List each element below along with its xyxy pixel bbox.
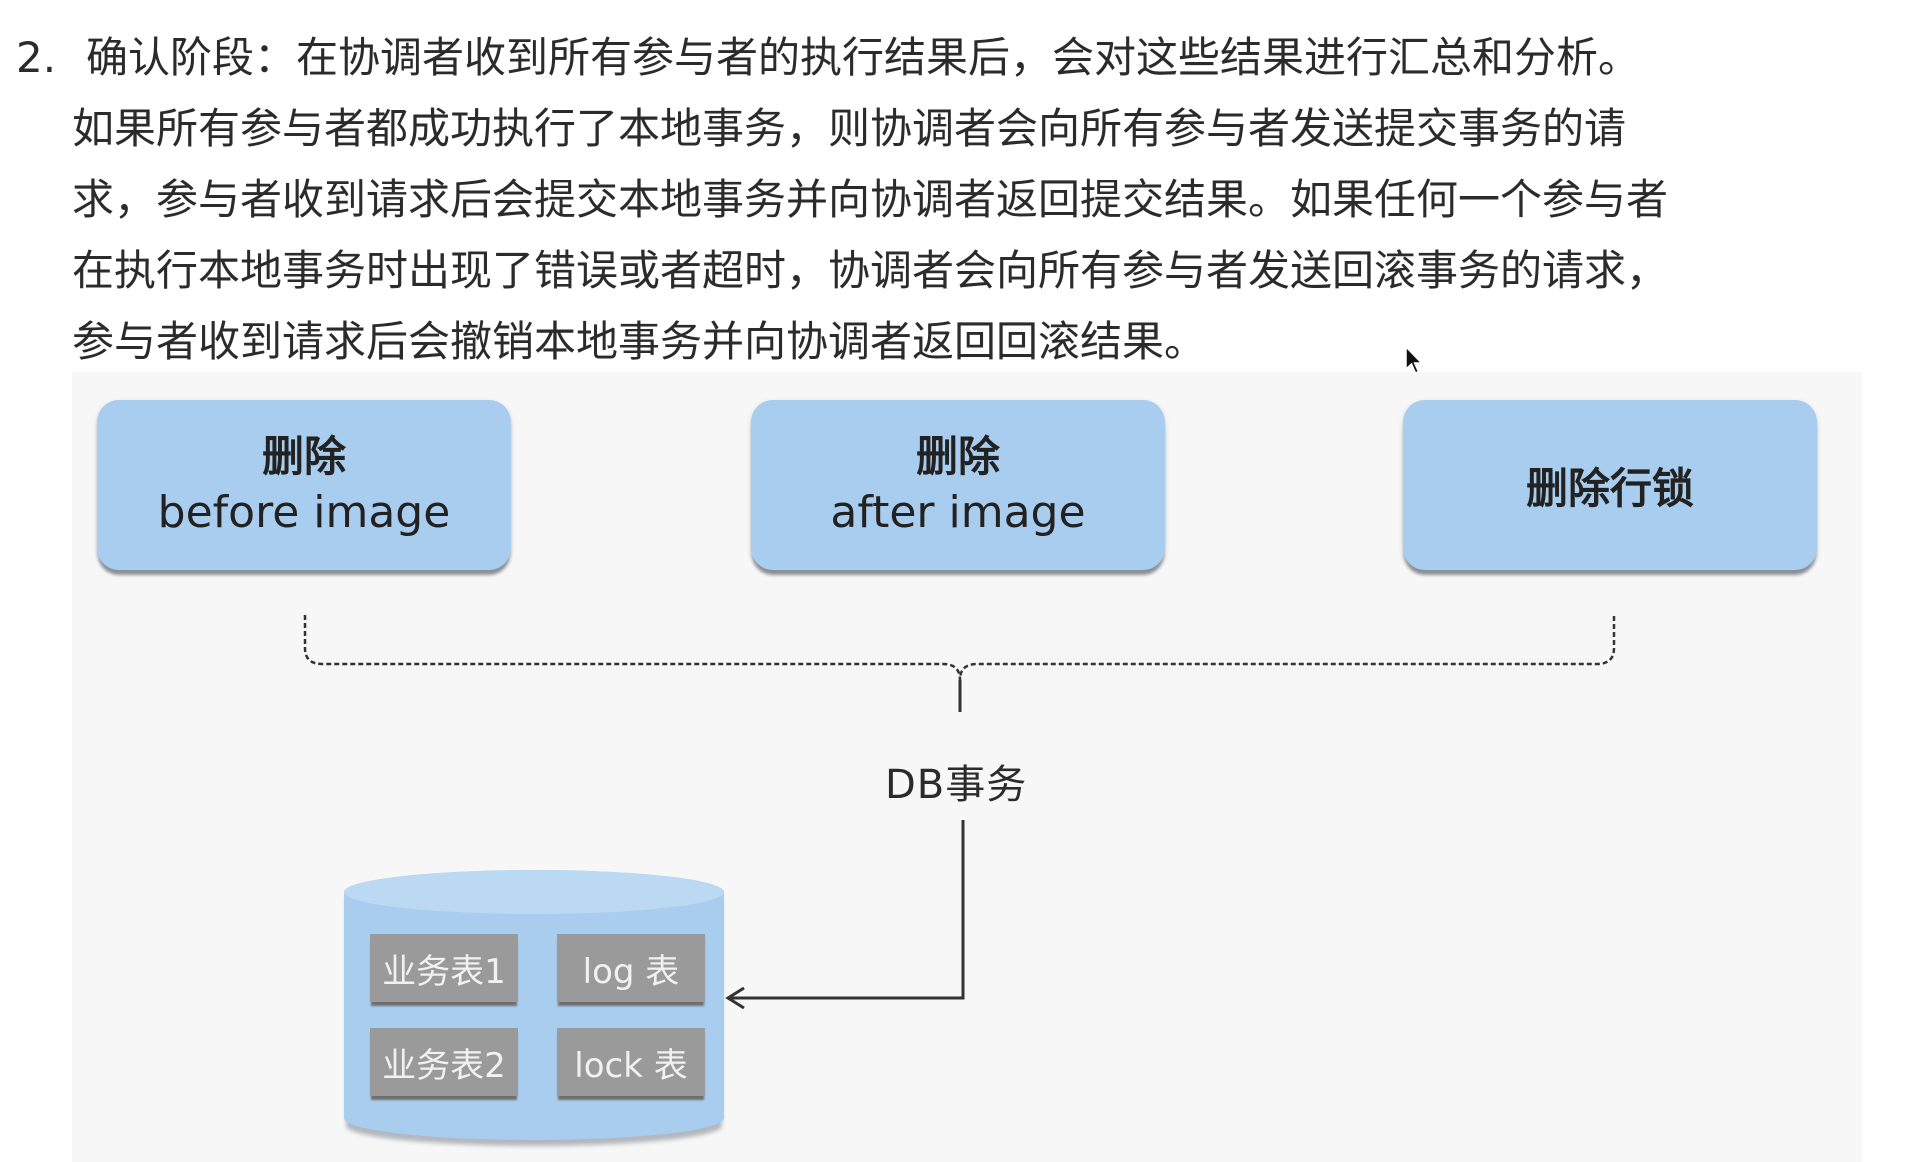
business-table-1: 业务表1 bbox=[370, 934, 518, 1002]
brace-connector bbox=[303, 615, 1616, 681]
paragraph-line-2: 如果所有参与者都成功执行了本地事务，则协调者会向所有参与者发送提交事务的请 bbox=[72, 104, 1627, 153]
paragraph-line-text: 确认阶段：在协调者收到所有参与者的执行结果后，会对这些结果进行汇总和分析。 bbox=[86, 33, 1641, 82]
paragraph-line-5: 参与者收到请求后会撤销本地事务并向协调者返回回滚结果。 bbox=[72, 317, 1207, 366]
paragraph-line-1: 2. 确认阶段：在协调者收到所有参与者的执行结果后，会对这些结果进行汇总和分析。 bbox=[16, 22, 1896, 93]
lock-table: lock 表 bbox=[557, 1028, 705, 1096]
paragraph-line-3: 求，参与者收到请求后会提交本地事务并向协调者返回提交结果。如果任何一个参与者 bbox=[72, 175, 1669, 224]
database-cylinder: 业务表1 log 表 业务表2 lock 表 bbox=[344, 870, 724, 1140]
box-subtitle: after image bbox=[830, 487, 1086, 538]
delete-after-image-box: 删除 after image bbox=[751, 400, 1165, 570]
box-subtitle: before image bbox=[157, 487, 451, 538]
log-table: log 表 bbox=[557, 934, 705, 1002]
business-table-2: 业务表2 bbox=[370, 1028, 518, 1096]
mouse-pointer-icon bbox=[1405, 345, 1424, 375]
paragraph-line-4: 在执行本地事务时出现了错误或者超时，协调者会向所有参与者发送回滚事务的请求， bbox=[72, 246, 1669, 295]
db-transaction-label: DB事务 bbox=[885, 762, 1028, 808]
box-title: 删除 bbox=[915, 432, 1000, 481]
database-cylinder-top bbox=[344, 870, 724, 914]
paragraph-number: 2. bbox=[16, 33, 57, 82]
db-arrow-line bbox=[730, 820, 965, 1000]
delete-before-image-box: 删除 before image bbox=[97, 400, 511, 570]
paragraph: 2.确认阶段：在协调者收到所有参与者的执行结果后，会对这些结果进行汇总和分析。 … bbox=[16, 22, 1896, 377]
box-title: 删除行锁 bbox=[1525, 463, 1694, 513]
delete-row-lock-box: 删除行锁 bbox=[1403, 400, 1817, 570]
db-arrow-head bbox=[725, 986, 745, 1010]
box-title: 删除 bbox=[261, 432, 346, 481]
